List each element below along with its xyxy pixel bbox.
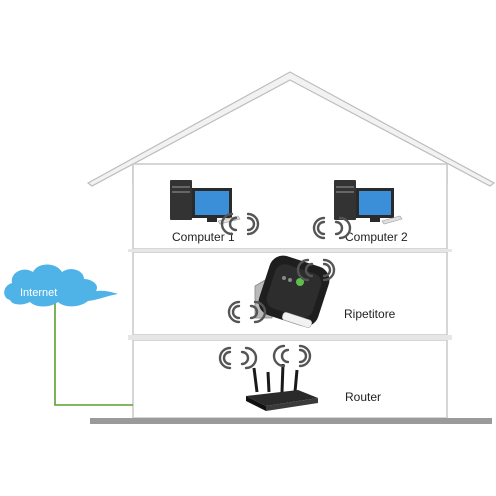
internet-cable <box>54 296 133 406</box>
wifi-signal-icon <box>296 258 336 282</box>
device-label-computer-2: Computer 2 <box>345 230 408 244</box>
internet-label: Internet <box>20 287 57 299</box>
desktop-computer-icon <box>170 180 241 225</box>
wifi-signal-icon <box>312 216 352 240</box>
device-label-repeater: Ripetitore <box>344 307 396 321</box>
internet-cloud: Internet <box>4 264 118 307</box>
wifi-repeater-icon <box>254 255 330 328</box>
device-label-computer-1: Computer 1 <box>172 230 235 244</box>
device-label-router: Router <box>345 390 381 404</box>
wifi-signal-icon <box>272 344 312 368</box>
wifi-router-icon <box>246 363 318 411</box>
wifi-signal-icon <box>227 300 267 324</box>
desktop-computer-icon <box>334 180 403 225</box>
wifi-signal-icon <box>218 346 258 370</box>
ground-line <box>90 418 492 424</box>
wifi-signal-icon <box>220 212 260 236</box>
signal-waves <box>218 212 352 370</box>
